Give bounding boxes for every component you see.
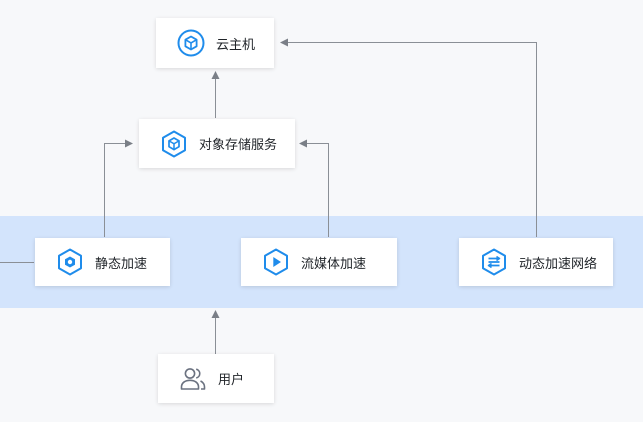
node-object-storage: 对象存储服务 — [139, 119, 295, 168]
streaming-acceleration-icon — [264, 248, 288, 276]
node-label: 用户 — [218, 373, 245, 388]
node-static-acceleration: 静态加速 — [35, 238, 170, 286]
node-label: 动态加速网络 — [519, 256, 598, 272]
link-static-to-storage — [104, 139, 133, 237]
node-streaming-acceleration: 流媒体加速 — [241, 238, 397, 286]
node-label: 对象存储服务 — [199, 138, 278, 153]
cloud-server-icon — [177, 29, 205, 57]
link-streaming-to-storage — [299, 139, 329, 237]
object-storage-icon — [162, 130, 186, 157]
node-label: 云主机 — [216, 37, 256, 53]
node-user: 用户 — [158, 354, 274, 403]
node-dynamic-acceleration: 动态加速网络 — [459, 238, 613, 286]
users-icon — [180, 367, 206, 390]
dynamic-acceleration-icon — [482, 248, 506, 276]
node-label: 流媒体加速 — [301, 256, 367, 272]
node-cloud-server: 云主机 — [156, 18, 274, 68]
static-acceleration-icon — [58, 248, 82, 276]
link-dynamic-to-cvm — [280, 38, 537, 237]
node-label: 静态加速 — [95, 256, 148, 272]
